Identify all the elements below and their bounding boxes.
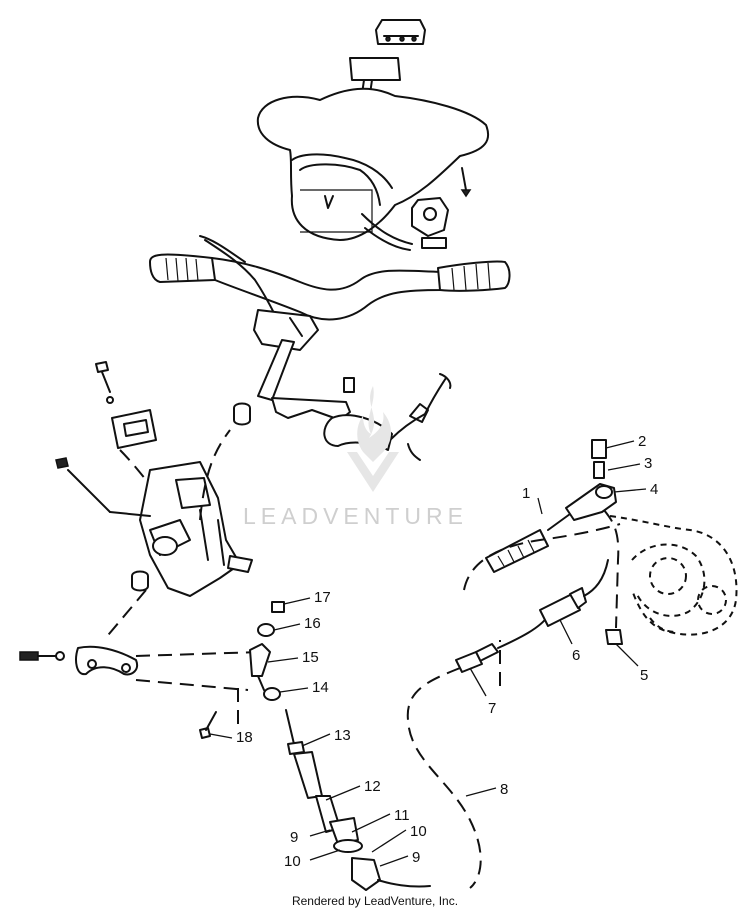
svg-text:8: 8 xyxy=(500,781,508,798)
callout-4: 4 xyxy=(613,481,658,498)
svg-text:4: 4 xyxy=(650,481,658,498)
hood-bracket xyxy=(271,377,355,421)
throttle-cable-lower xyxy=(285,709,363,853)
svg-text:10: 10 xyxy=(284,853,301,870)
callout-1: 1 xyxy=(522,485,543,515)
svg-text:11: 11 xyxy=(394,807,410,824)
throttle-switch xyxy=(411,197,449,249)
mount-bolt xyxy=(95,361,114,404)
callout-6: 6 xyxy=(559,619,580,664)
callout-9b: 9 xyxy=(379,849,420,867)
footer-credit: Rendered by LeadVenture, Inc. xyxy=(291,894,459,908)
callout-18: 18 xyxy=(209,729,253,746)
nut-left xyxy=(55,457,151,517)
svg-text:9: 9 xyxy=(290,829,298,846)
svg-text:17: 17 xyxy=(314,589,331,606)
callout-5: 5 xyxy=(615,643,648,684)
callout-16: 16 xyxy=(273,615,321,632)
svg-text:9: 9 xyxy=(412,849,420,866)
callout-10b: 10 xyxy=(371,823,427,853)
nut-5 xyxy=(605,629,623,645)
callout-8: 8 xyxy=(465,781,508,798)
svg-text:13: 13 xyxy=(334,727,351,744)
callout-10a: 10 xyxy=(284,849,341,870)
kill-switch-cap xyxy=(375,19,426,45)
cover-plate xyxy=(111,409,157,449)
svg-text:5: 5 xyxy=(640,667,648,684)
svg-text:16: 16 xyxy=(304,615,321,632)
carburetor-outline xyxy=(609,515,738,636)
svg-text:2: 2 xyxy=(638,433,646,450)
cable-adjuster-6 xyxy=(539,587,587,627)
cable-end-fitting xyxy=(351,857,431,891)
callout-12: 12 xyxy=(325,778,381,801)
callout-15: 15 xyxy=(267,649,319,666)
leadventure-emblem-icon xyxy=(347,386,399,492)
ball-joint-stack xyxy=(249,601,285,701)
handlebar-hood xyxy=(256,87,490,251)
callout-13: 13 xyxy=(301,727,351,747)
handlebar xyxy=(149,235,511,426)
svg-text:18: 18 xyxy=(236,729,253,746)
callout-2: 2 xyxy=(605,433,646,450)
callout-17: 17 xyxy=(283,589,331,606)
svg-text:15: 15 xyxy=(302,649,319,666)
cable-boot-1 xyxy=(485,529,549,573)
pivot-arm-4 xyxy=(565,439,617,521)
steering-bracket xyxy=(131,461,253,597)
svg-text:7: 7 xyxy=(488,700,496,717)
callout-11: 11 xyxy=(351,807,410,833)
svg-text:14: 14 xyxy=(312,679,329,696)
callout-7: 7 xyxy=(469,667,496,717)
switch-body xyxy=(349,57,401,95)
callout-9a: 9 xyxy=(290,829,331,846)
svg-text:12: 12 xyxy=(364,778,381,795)
svg-text:1: 1 xyxy=(522,485,530,502)
cable-route xyxy=(406,667,482,889)
svg-text:10: 10 xyxy=(410,823,427,840)
watermark-text: LEADVENTURE xyxy=(243,503,468,529)
cable-end-7 xyxy=(455,643,499,673)
svg-text:3: 3 xyxy=(644,455,652,472)
svg-text:6: 6 xyxy=(572,647,580,664)
steering-arm xyxy=(19,645,138,676)
callout-14: 14 xyxy=(279,679,329,696)
callout-3: 3 xyxy=(607,455,652,472)
bolt-18 xyxy=(199,711,217,739)
